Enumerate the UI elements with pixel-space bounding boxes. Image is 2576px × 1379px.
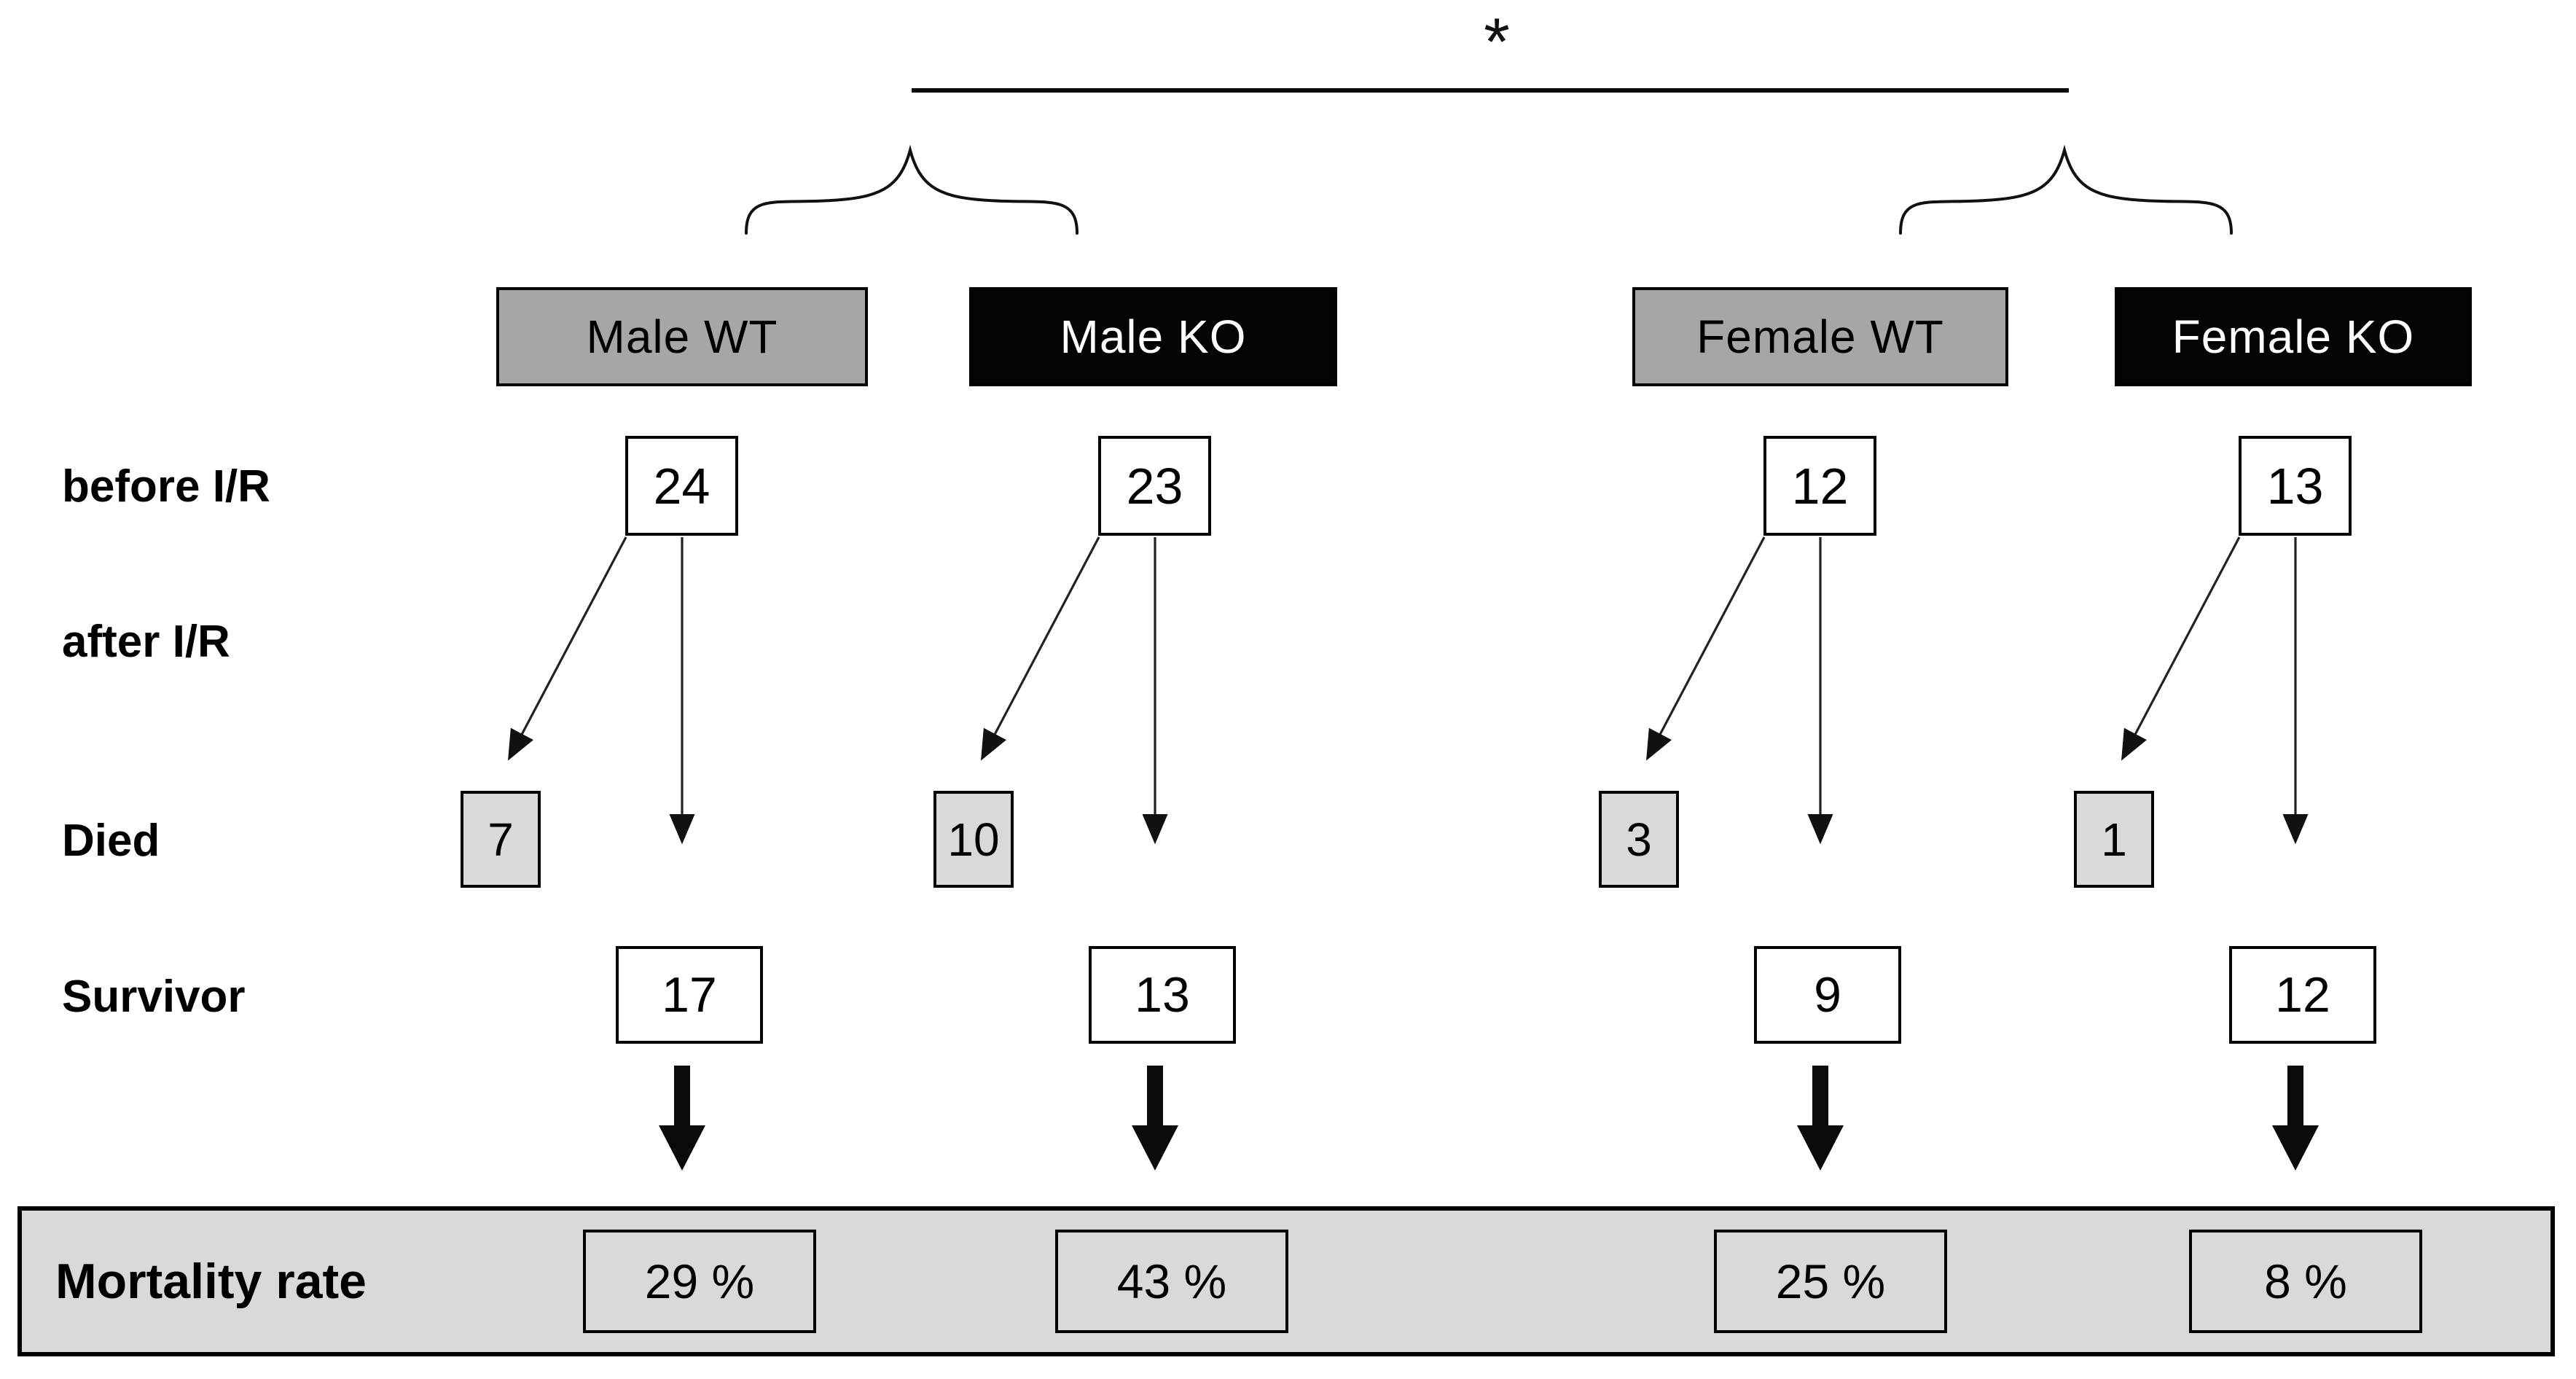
survivor-count-female-ko: 12: [2229, 946, 2376, 1044]
left-curly-brace-icon: [745, 144, 1078, 235]
group-header-female-ko: Female KO: [2115, 287, 2472, 386]
right-curly-brace-icon: [1899, 144, 2233, 235]
before-count-female-ko: 13: [2239, 436, 2352, 536]
died-count-female-ko: 1: [2074, 791, 2154, 888]
thick-down-arrow-female-ko: [2287, 1066, 2303, 1127]
significance-line: [912, 88, 2069, 93]
before-count-female-wt: 12: [1763, 436, 1876, 536]
died-count-female-wt: 3: [1599, 791, 1679, 888]
thick-down-arrowhead-female-wt: [1797, 1125, 1844, 1171]
before-count-male-wt: 24: [625, 436, 738, 536]
group-header-male-wt: Male WT: [496, 287, 868, 386]
mortality-rate-male-wt: 29 %: [583, 1230, 816, 1333]
thick-down-arrow-male-ko: [1147, 1066, 1163, 1127]
survivor-count-female-wt: 9: [1754, 946, 1901, 1044]
died-count-male-ko: 10: [933, 791, 1014, 888]
row-label-died: Died: [62, 816, 160, 866]
thick-down-arrowhead-female-ko: [2272, 1125, 2319, 1171]
row-label-before-ir: before I/R: [62, 461, 270, 512]
arrow-died-male-wt: [508, 536, 627, 761]
group-header-female-wt: Female WT: [1632, 287, 2008, 386]
thick-down-arrow-female-wt: [1812, 1066, 1828, 1127]
thick-down-arrowhead-male-ko: [1132, 1125, 1178, 1171]
mortality-rate-male-ko: 43 %: [1055, 1230, 1288, 1333]
mortality-rate-female-ko: 8 %: [2189, 1230, 2422, 1333]
row-label-survivor: Survivor: [62, 972, 246, 1022]
survivor-count-male-ko: 13: [1089, 946, 1236, 1044]
arrow-died-female-wt: [1646, 536, 1766, 761]
survivor-count-male-wt: 17: [616, 946, 763, 1044]
significance-asterisk: *: [1484, 5, 1510, 79]
arrow-died-female-ko: [2121, 536, 2241, 761]
group-header-male-ko: Male KO: [969, 287, 1337, 386]
thick-down-arrowhead-male-wt: [659, 1125, 705, 1171]
before-count-male-ko: 23: [1098, 436, 1211, 536]
died-count-male-wt: 7: [461, 791, 541, 888]
mortality-rate-label: Mortality rate: [55, 1254, 367, 1309]
arrow-died-male-ko: [981, 536, 1100, 761]
mortality-rate-female-wt: 25 %: [1714, 1230, 1947, 1333]
row-label-after-ir: after I/R: [62, 617, 230, 667]
thick-down-arrow-male-wt: [674, 1066, 690, 1127]
